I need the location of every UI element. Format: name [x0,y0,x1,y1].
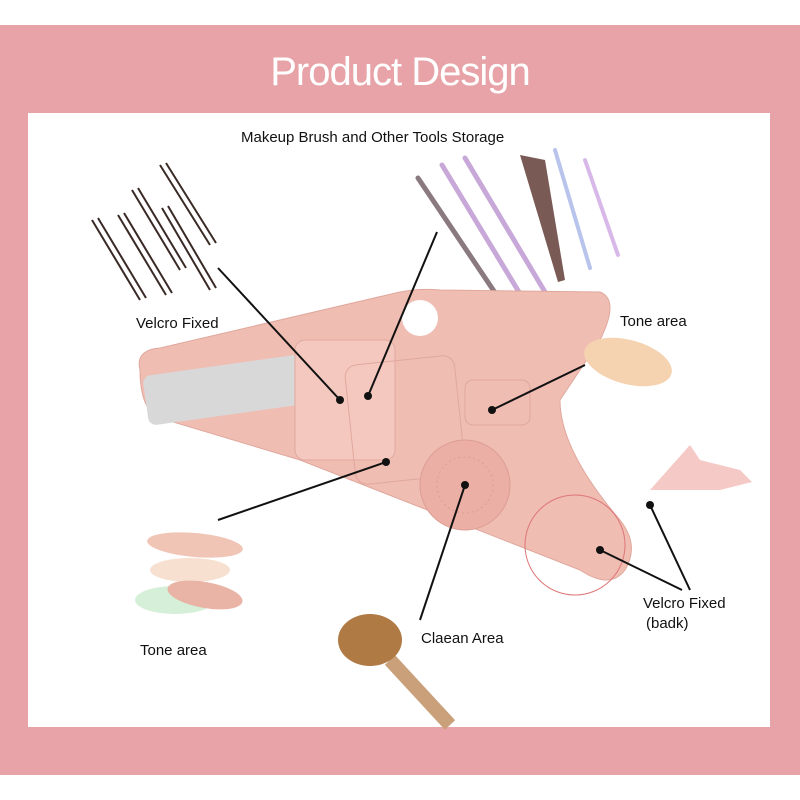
label-clean-area: Claean Area [421,630,504,647]
leader-lines [217,231,691,621]
brushes-image [415,148,620,315]
label-tone-area-left: Tone area [140,642,207,659]
label-velcro-fixed: Velcro Fixed [136,315,219,332]
bobby-pins-image [91,162,217,301]
swatch-images [135,337,752,614]
label-velcro-back-1: Velcro Fixed [643,595,726,612]
silicone-mat-image [138,288,632,596]
page-title: Product Design [270,50,530,94]
label-velcro-back-2: (badk) [646,615,689,632]
label-tone-area-right: Tone area [620,313,687,330]
makeup-brush-image [338,614,456,730]
label-tools-storage: Makeup Brush and Other Tools Storage [241,129,505,146]
